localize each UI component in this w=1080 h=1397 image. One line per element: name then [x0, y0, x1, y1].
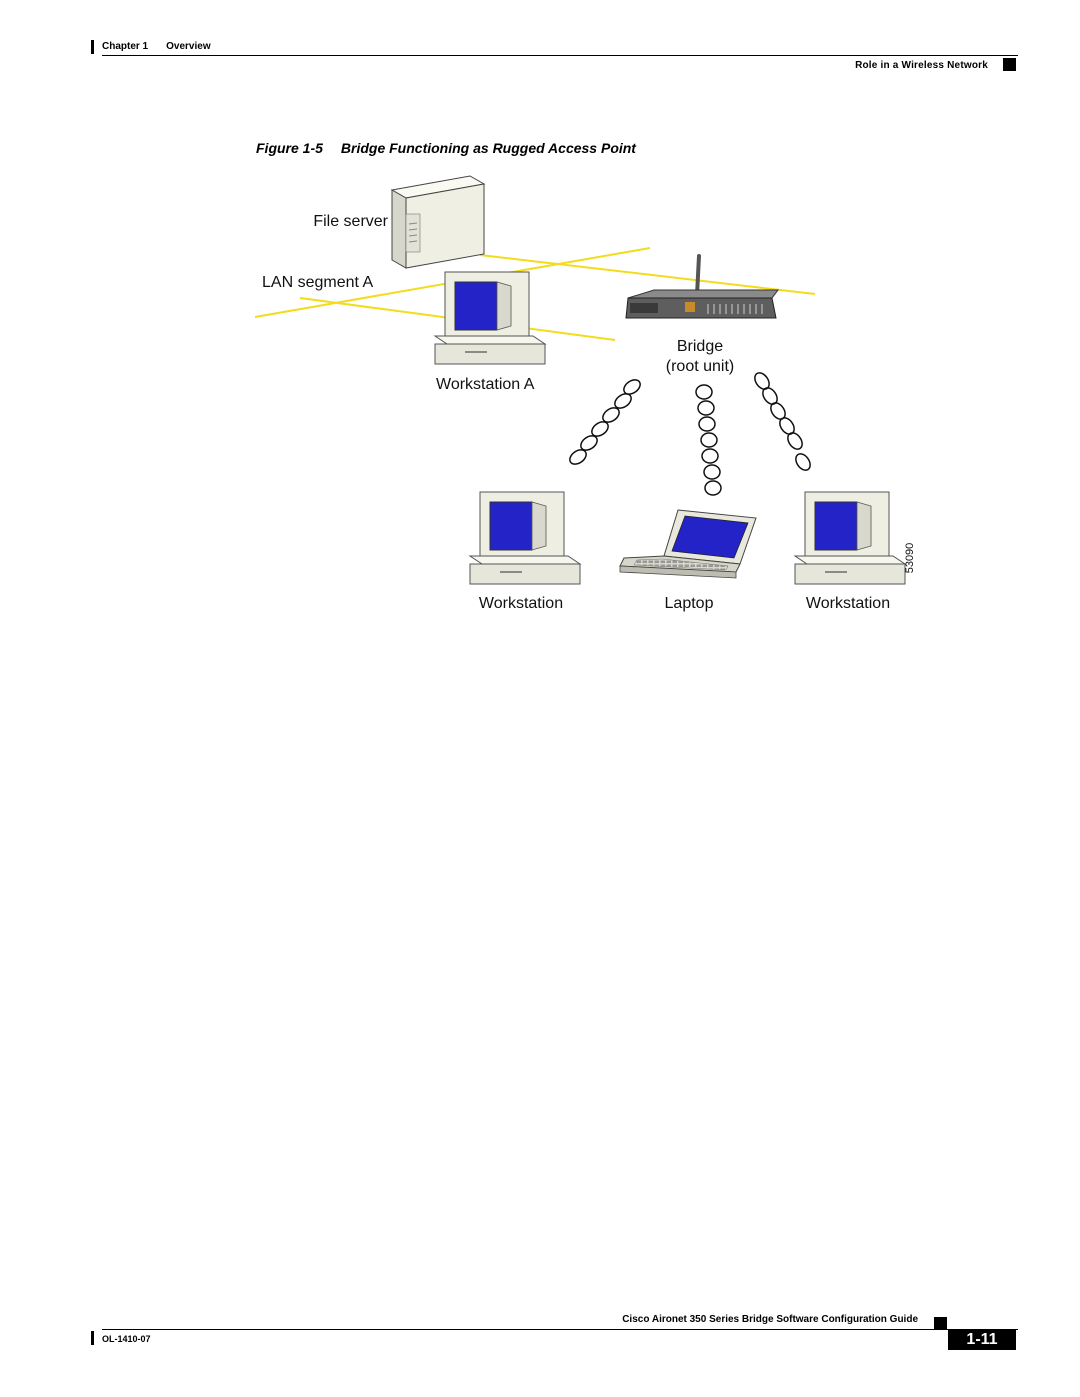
figure-id-number: 53090	[904, 543, 916, 574]
footer-doc-number: OL-1410-07	[102, 1334, 151, 1344]
label-workstation-left: Workstation	[479, 595, 563, 612]
radio-link-right	[754, 372, 811, 471]
header-margin-bar	[91, 40, 94, 54]
chapter-title: Overview	[166, 41, 211, 52]
radio-link-left	[569, 379, 641, 465]
label-file-server: File server	[313, 213, 388, 230]
page-number: 1-11	[948, 1330, 1016, 1350]
footer-marker-square	[934, 1317, 947, 1330]
footer-margin-bar	[91, 1331, 94, 1345]
running-header-section: Role in a Wireless Network	[855, 60, 988, 71]
header-rule	[102, 55, 1018, 56]
label-workstation-right: Workstation	[806, 595, 890, 612]
workstation-a-icon	[433, 271, 547, 365]
workstation-left-icon	[468, 491, 582, 585]
chapter-label: Chapter 1	[102, 41, 149, 52]
header-marker-square	[1003, 58, 1016, 71]
label-bridge-role: (root unit)	[666, 358, 734, 375]
network-diagram: File server LAN segment A Workstation A …	[254, 175, 916, 612]
workstation-right-icon	[793, 491, 907, 585]
label-lan-segment: LAN segment A	[262, 274, 374, 291]
footer-guide-title: Cisco Aironet 350 Series Bridge Software…	[622, 1314, 918, 1325]
label-bridge: Bridge	[677, 338, 723, 355]
figure-title: Bridge Functioning as Rugged Access Poin…	[340, 140, 636, 156]
figure-number: Figure 1-5	[256, 140, 323, 156]
figure-caption: Figure 1-5 Bridge Functioning as Rugged A…	[256, 140, 636, 156]
bridge-icon	[625, 254, 779, 319]
label-workstation-a: Workstation A	[436, 376, 535, 393]
laptop-icon	[619, 509, 757, 579]
radio-link-center	[695, 384, 722, 496]
file-server-icon	[390, 175, 486, 269]
label-laptop: Laptop	[665, 595, 714, 612]
running-header-chapter: Chapter 1 Overview	[102, 41, 211, 52]
footer-rule	[102, 1329, 1018, 1330]
